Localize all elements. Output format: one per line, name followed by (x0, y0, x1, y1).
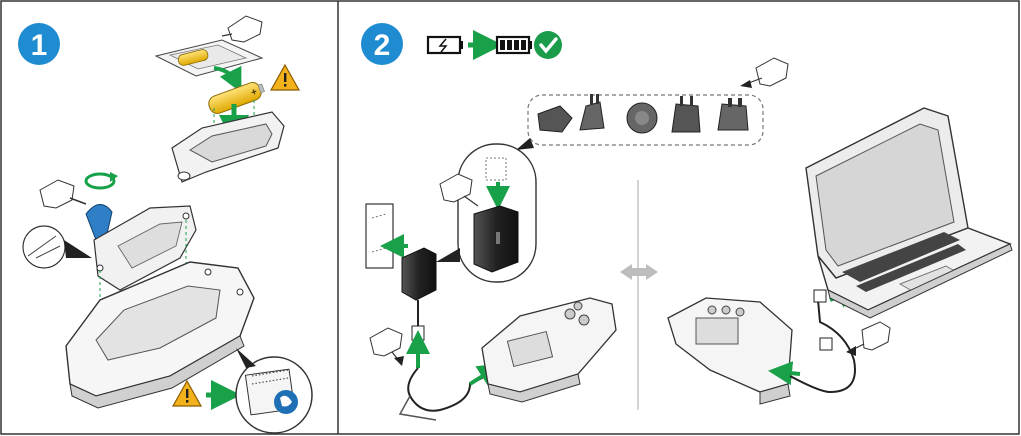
arrow-icon (768, 361, 801, 386)
arrow-icon (213, 65, 242, 93)
callout-pointer (516, 138, 534, 150)
hand-pointer-icon (439, 173, 479, 207)
hand-pointer-icon (221, 15, 263, 43)
warning-icon (269, 63, 301, 91)
battery-cover-icon (154, 39, 264, 77)
panel-step-2: 2 (361, 23, 1013, 421)
hand-pointer-icon (740, 57, 789, 88)
usb-cable-icon (789, 289, 856, 394)
meter-device-icon (481, 297, 617, 403)
warning-icon (171, 379, 203, 407)
step-1-badge: 1 (18, 23, 60, 65)
step-1-number: 1 (31, 29, 48, 62)
meter-device-icon (65, 261, 255, 409)
panel-step-1: 1 + (18, 15, 313, 434)
battery-compartment-icon (171, 111, 285, 183)
screw-detail-icon (22, 225, 92, 269)
double-arrow-icon (620, 264, 658, 280)
meter-cover-icon (93, 205, 197, 291)
manual-book-icon (235, 348, 313, 434)
power-adapter-icon (401, 247, 437, 301)
battery-polarity-label: + (250, 86, 259, 98)
battery-low-icon (426, 35, 463, 55)
hand-pointer-icon (39, 179, 87, 209)
step-2-badge: 2 (361, 23, 403, 65)
battery-full-icon (495, 35, 532, 55)
checkmark-icon (534, 31, 562, 59)
hand-pointer-icon (369, 327, 404, 366)
plug-adapters-icon (527, 94, 764, 146)
wall-outlet-icon (365, 203, 394, 269)
rotate-arrow-icon (84, 172, 118, 190)
usb-cable-icon (398, 300, 487, 421)
power-adapter-detail-icon (457, 143, 537, 283)
hand-pointer-icon (846, 321, 891, 356)
meter-device-icon (667, 297, 793, 405)
aa-battery-icon: + (208, 82, 265, 114)
callout-pointer (436, 248, 460, 262)
step-2-number: 2 (374, 29, 391, 62)
laptop-icon (805, 107, 1013, 319)
